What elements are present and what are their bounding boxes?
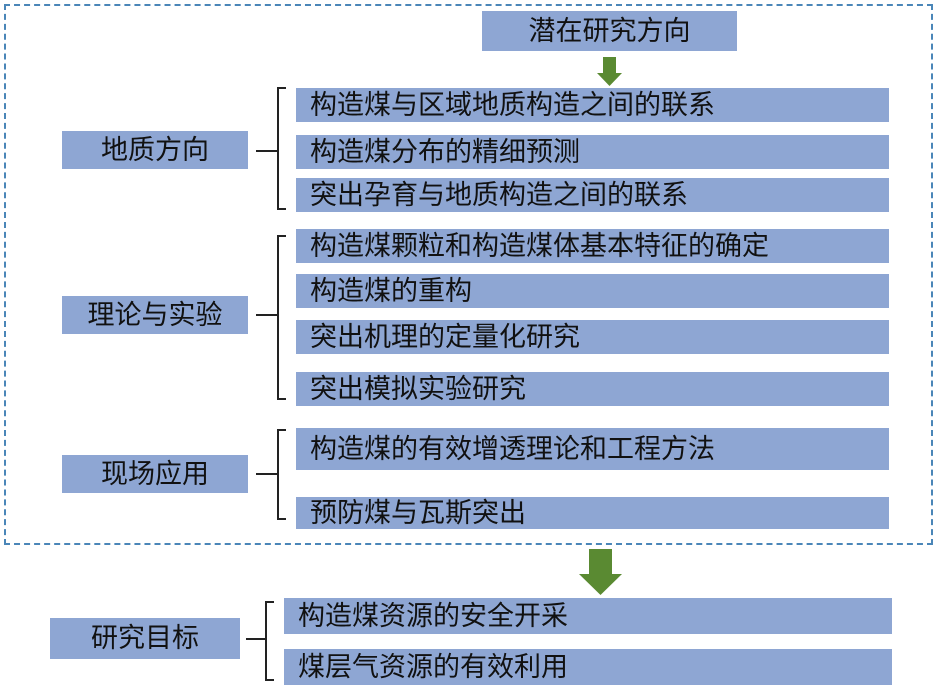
item-geology-1: 构造煤与区域地质构造之间的联系 — [296, 88, 889, 122]
bracket-geology — [256, 87, 286, 210]
item-goal-2: 煤层气资源的有效利用 — [284, 649, 892, 685]
potential-directions-frame — [4, 4, 933, 545]
item-goal-1: 构造煤资源的安全开采 — [284, 598, 892, 634]
down-arrow-icon — [579, 549, 622, 595]
bracket-goal — [246, 601, 274, 681]
item-field-1: 构造煤的有效增透理论和工程方法 — [296, 428, 889, 470]
category-field-application: 现场应用 — [62, 455, 248, 493]
item-theory-3: 突出机理的定量化研究 — [296, 320, 889, 354]
item-theory-1: 构造煤颗粒和构造煤体基本特征的确定 — [296, 229, 889, 263]
item-theory-2: 构造煤的重构 — [296, 274, 889, 308]
down-arrow-icon — [597, 57, 622, 86]
item-field-2: 预防煤与瓦斯突出 — [296, 497, 889, 529]
bracket-theory — [256, 235, 286, 400]
category-theory-experiment: 理论与实验 — [62, 296, 248, 334]
item-theory-4: 突出模拟实验研究 — [296, 372, 889, 406]
category-research-goal: 研究目标 — [50, 618, 240, 659]
category-geology: 地质方向 — [62, 131, 248, 169]
bracket-field — [256, 429, 286, 520]
item-geology-2: 构造煤分布的精细预测 — [296, 135, 889, 169]
item-geology-3: 突出孕育与地质构造之间的联系 — [296, 178, 889, 212]
top-title-box: 潜在研究方向 — [482, 11, 737, 51]
